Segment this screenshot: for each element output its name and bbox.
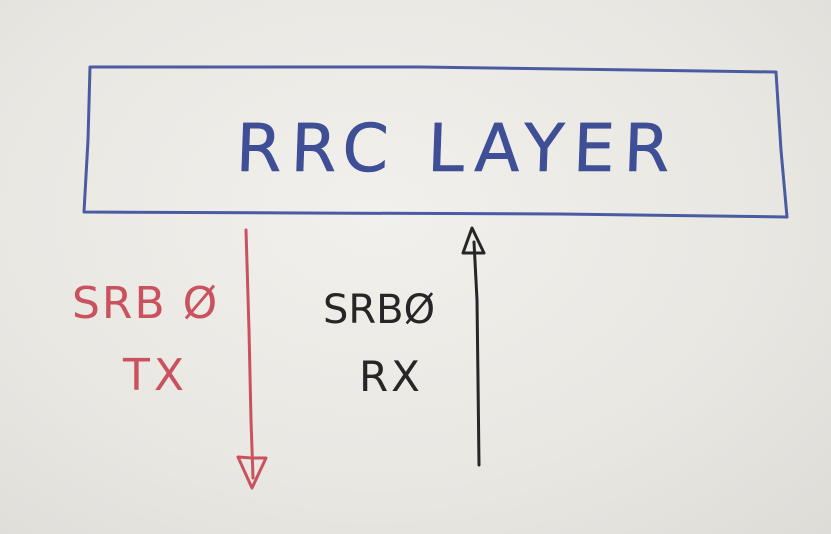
tx-arrow-line [244,228,255,480]
rx-arrow-line [472,240,481,467]
rx-arrow-head [461,226,486,255]
tx-path-title: SRB Ø [72,278,220,329]
tx-path-subtitle: TX [123,350,189,401]
tx-arrow-head [236,455,268,490]
rx-path-subtitle: RX [359,352,423,401]
rrc-layer-label: RRC LAYER [234,110,681,188]
rrc-layer-box [82,65,789,219]
rx-path-title: SRBØ [323,287,436,333]
